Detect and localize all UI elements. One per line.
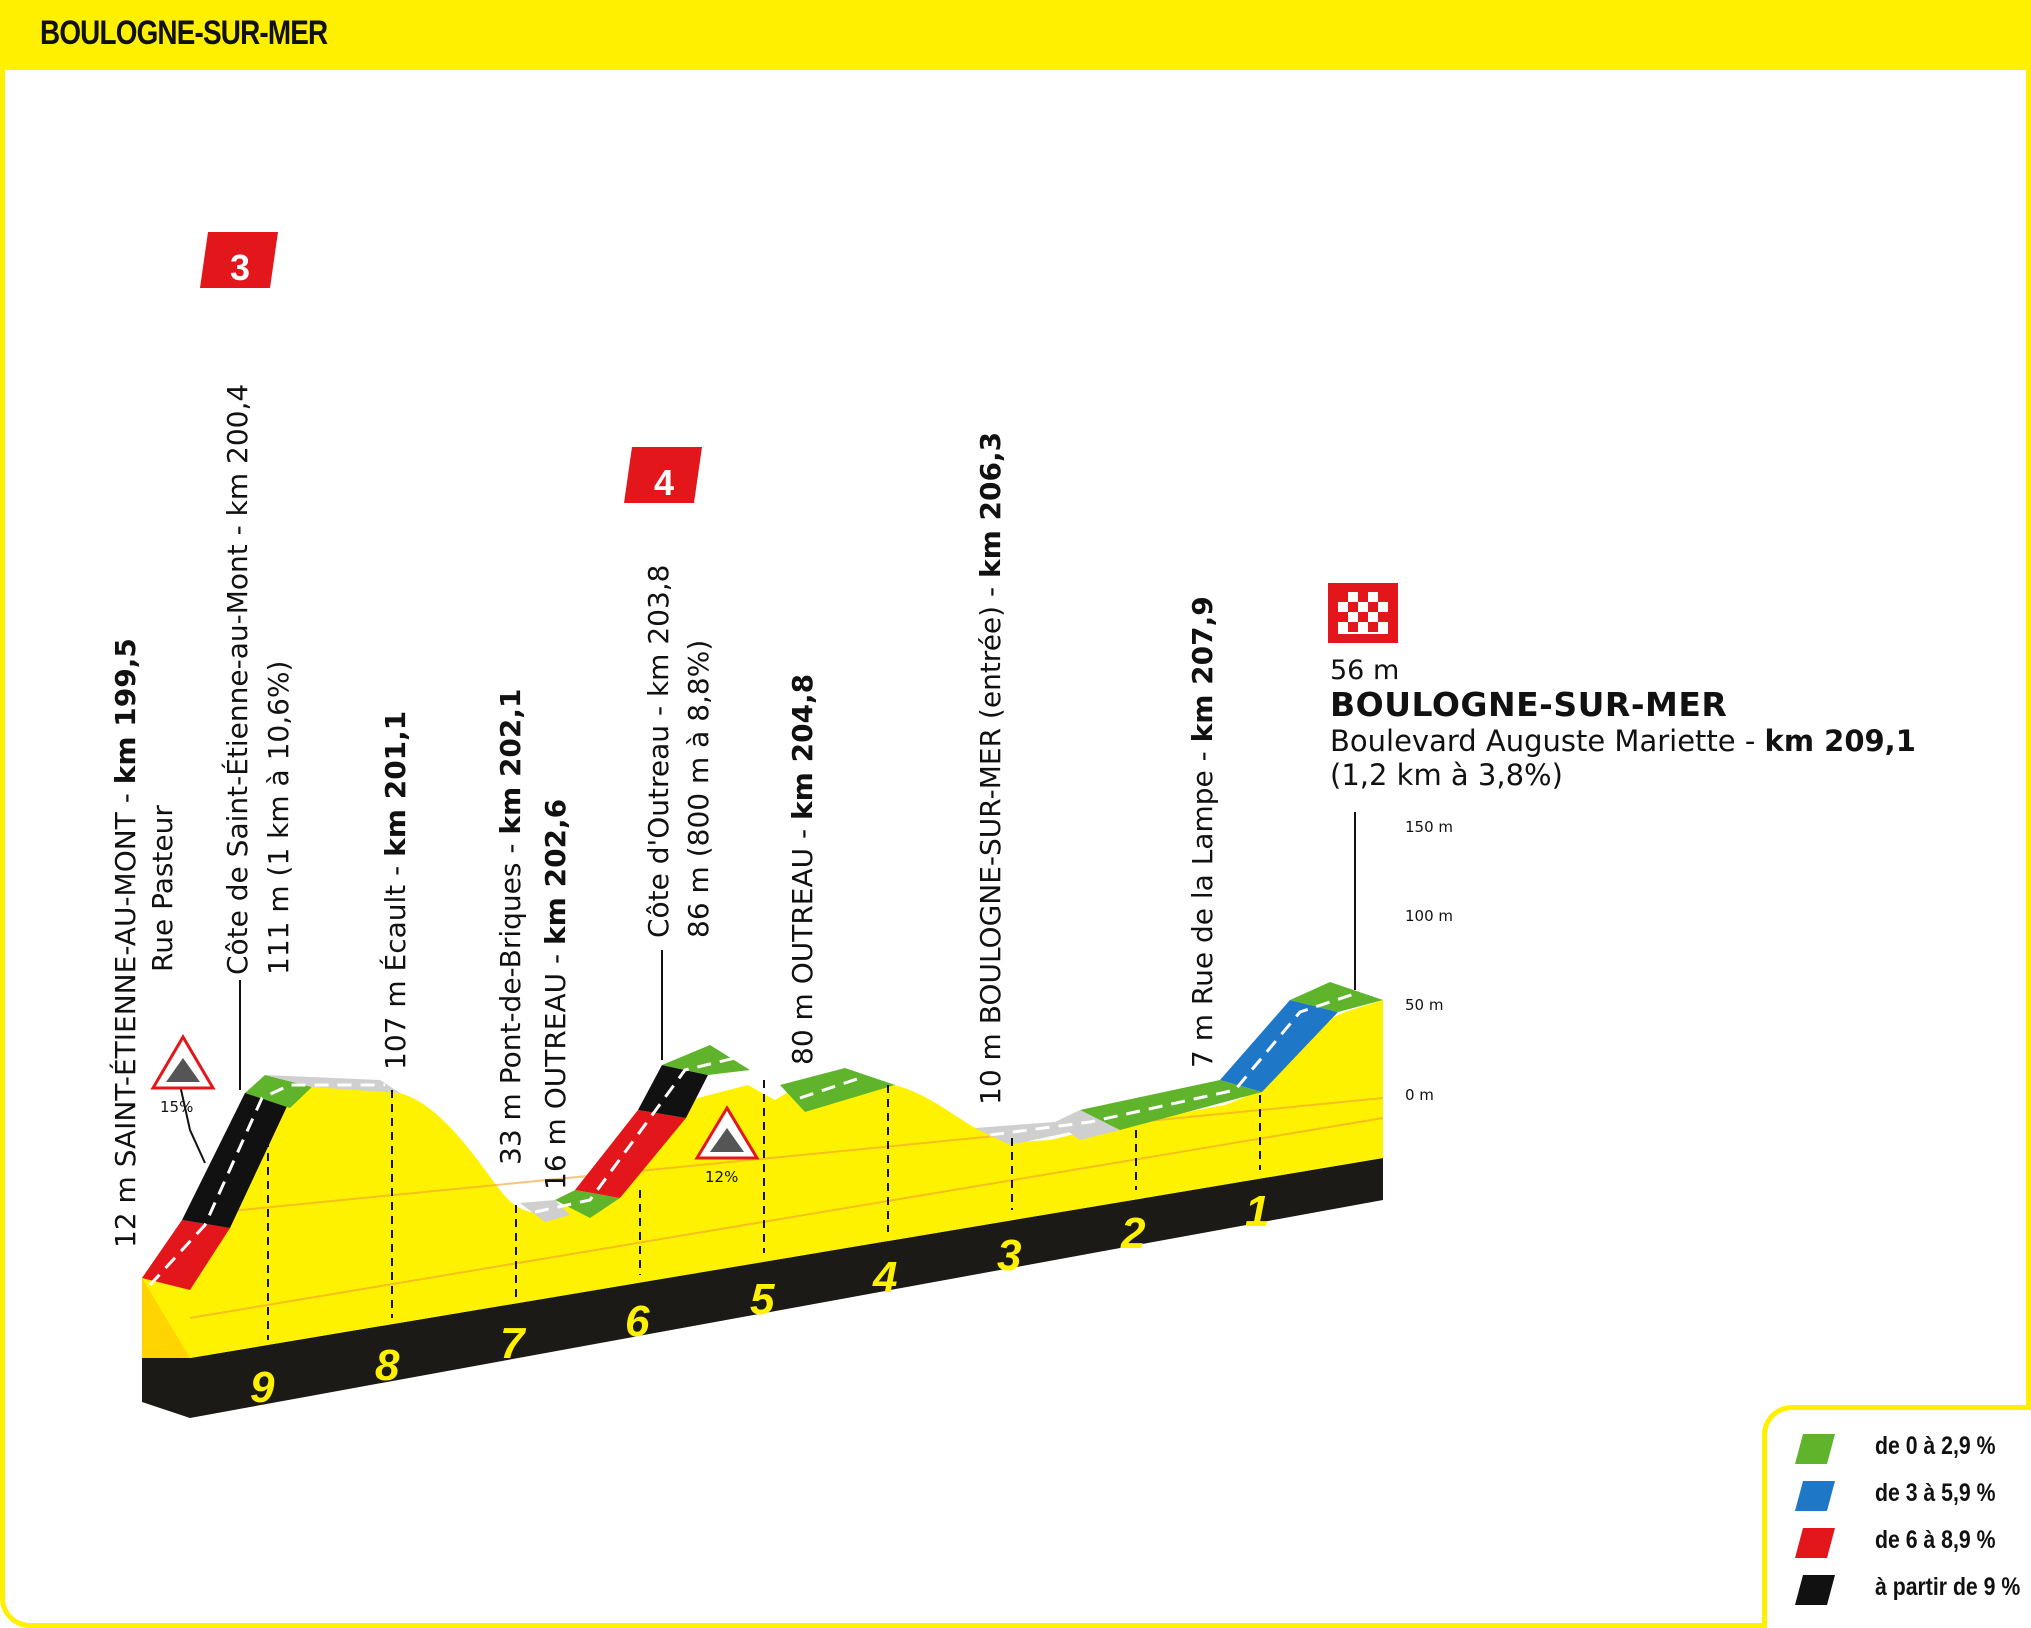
legend-swatch-moderate	[1795, 1481, 1835, 1511]
distance-marker-3: 3	[997, 1231, 1021, 1280]
segment-very-steep-2	[638, 1065, 708, 1118]
legend-swatch-gentle	[1795, 1434, 1835, 1464]
header-banner: BOULOGNE-SUR-MER	[0, 0, 2031, 70]
page-title: BOULOGNE-SUR-MER	[40, 14, 328, 52]
steep-warning-icon-2: 12%	[694, 1105, 760, 1186]
finish-climb: (1,2 km à 3,8%)	[1330, 758, 1563, 792]
legend-swatch-very-steep	[1795, 1575, 1835, 1605]
segment-gentle-6	[1290, 982, 1383, 1012]
segment-steep-2	[575, 1110, 686, 1198]
waypoint-saint-etienne-street: Rue Pasteur	[146, 805, 179, 972]
segment-moderate	[1220, 1000, 1338, 1092]
distance-marker-4: 4	[872, 1253, 897, 1302]
waypoint-saint-etienne: 12 m SAINT-ÉTIENNE-AU-MONT - km 199,5	[108, 638, 142, 1248]
profile-base	[142, 1158, 1383, 1418]
altitude-tick-150: 150 m	[1405, 818, 1453, 836]
finish-info: 56 m BOULOGNE-SUR-MER Boulevard Auguste …	[1330, 655, 1916, 793]
finish-flag-icon	[1328, 583, 1398, 643]
altitude-tick-100: 100 m	[1405, 907, 1453, 925]
legend-label-gentle: de 0 à 2,9 %	[1875, 1432, 1996, 1460]
gradient-badge-12: 12%	[705, 1168, 738, 1186]
segment-flat	[265, 1075, 400, 1093]
legend-swatch-steep	[1795, 1528, 1835, 1558]
gradient-legend: de 0 à 2,9 % de 3 à 5,9 % de 6 à 8,9 % à…	[1762, 1405, 2031, 1628]
segment-flat-4	[1055, 1110, 1120, 1140]
distance-marker-1: 1	[1245, 1187, 1269, 1236]
profile-fill	[142, 1000, 1383, 1358]
segment-gentle-5	[1080, 1080, 1262, 1130]
distance-marker-9: 9	[250, 1363, 275, 1412]
distance-marker-2: 2	[1120, 1209, 1146, 1258]
waypoint-cote-saint-etienne: Côte de Saint-Étienne-au-Mont - km 200,4	[220, 384, 254, 975]
waypoint-pont-de-briques: 33 m Pont-de-Briques - km 202,1	[494, 688, 527, 1165]
category-badge-4: 4	[624, 447, 702, 503]
segment-gentle-4	[780, 1068, 895, 1112]
segment-gentle-2	[555, 1190, 620, 1218]
segment-flat-3	[975, 1122, 1080, 1145]
altitude-tick-50: 50 m	[1405, 996, 1443, 1014]
road-center-line	[148, 990, 1361, 1287]
waypoint-rue-de-la-lampe: 7 m Rue de la Lampe - km 207,9	[1186, 596, 1219, 1068]
distance-marker-5: 5	[750, 1275, 775, 1324]
distance-marker-6: 6	[625, 1297, 650, 1346]
waypoint-cote-d-outreau-detail: 86 m (800 m à 8,8%)	[682, 640, 715, 938]
legend-label-steep: de 6 à 8,9 %	[1875, 1526, 1996, 1554]
distance-marker-7: 7	[500, 1319, 527, 1368]
waypoint-outreau-2: 80 m OUTREAU - km 204,8	[786, 674, 819, 1065]
segment-very-steep	[182, 1093, 290, 1228]
finish-name: BOULOGNE-SUR-MER	[1330, 685, 1728, 724]
waypoint-ecault: 107 m Écault - km 201,1	[378, 711, 412, 1070]
pointer-lines	[179, 812, 1356, 1164]
gradient-badge-15: 15%	[160, 1098, 193, 1116]
altitude-tick-0: 0 m	[1405, 1086, 1434, 1104]
category-badge-3: 3	[200, 232, 278, 288]
finish-place: Boulevard Auguste Mariette - km 209,1	[1330, 724, 1916, 758]
distance-marker-8: 8	[375, 1341, 400, 1390]
finish-altitude: 56 m	[1330, 655, 1400, 686]
gradient-ribbon	[142, 982, 1383, 1290]
distance-guides	[267, 1080, 1261, 1340]
legend-label-moderate: de 3 à 5,9 %	[1875, 1479, 1996, 1507]
segment-gentle-3	[662, 1045, 750, 1075]
svg-text:4: 4	[654, 462, 674, 503]
segment-steep	[142, 1220, 230, 1290]
waypoint-outreau-1: 16 m OUTREAU - km 202,6	[539, 799, 572, 1190]
svg-text:3: 3	[230, 247, 250, 288]
legend-label-very-steep: à partir de 9 %	[1875, 1573, 2021, 1601]
waypoint-boulogne-entree: 10 m BOULOGNE-SUR-MER (entrée) - km 206,…	[974, 432, 1007, 1105]
waypoint-cote-saint-etienne-detail: 111 m (1 km à 10,6%)	[262, 661, 295, 975]
steep-warning-icon: 15%	[150, 1034, 216, 1116]
waypoint-cote-d-outreau: Côte d'Outreau - km 203,8	[642, 564, 675, 938]
